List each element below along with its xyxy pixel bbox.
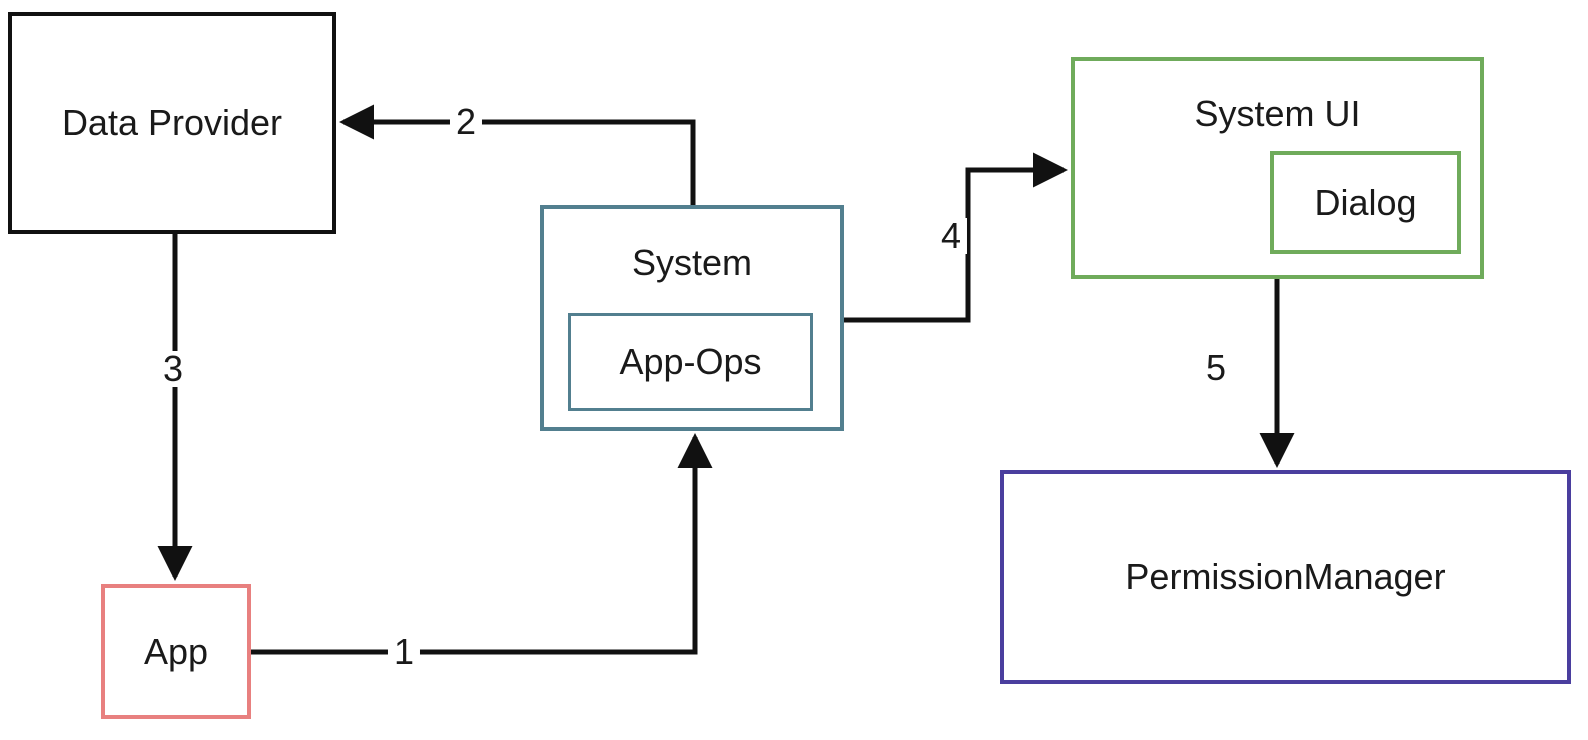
node-data-provider[interactable]: Data Provider	[8, 12, 336, 234]
node-app[interactable]: App	[101, 584, 251, 719]
edge-3-label: 3	[156, 351, 190, 387]
edge-4-label: 4	[934, 218, 968, 254]
node-app-ops[interactable]: App-Ops	[568, 313, 813, 411]
node-permission-manager-label: PermissionManager	[1125, 556, 1446, 597]
edge-2-label: 2	[449, 104, 483, 140]
node-app-ops-label: App-Ops	[619, 341, 762, 382]
node-system-label: System	[631, 242, 753, 283]
node-dialog[interactable]: Dialog	[1270, 151, 1461, 254]
node-permission-manager[interactable]: PermissionManager	[1000, 470, 1571, 684]
node-data-provider-label: Data Provider	[61, 102, 283, 143]
node-system-ui-label: System UI	[1194, 93, 1361, 134]
node-dialog-label: Dialog	[1314, 181, 1417, 223]
edge-5-label: 5	[1199, 350, 1233, 386]
edge-1-label: 1	[387, 634, 421, 670]
edge-1-path	[251, 432, 713, 655]
node-app-label: App	[143, 630, 209, 672]
edge-2-path	[338, 104, 696, 205]
